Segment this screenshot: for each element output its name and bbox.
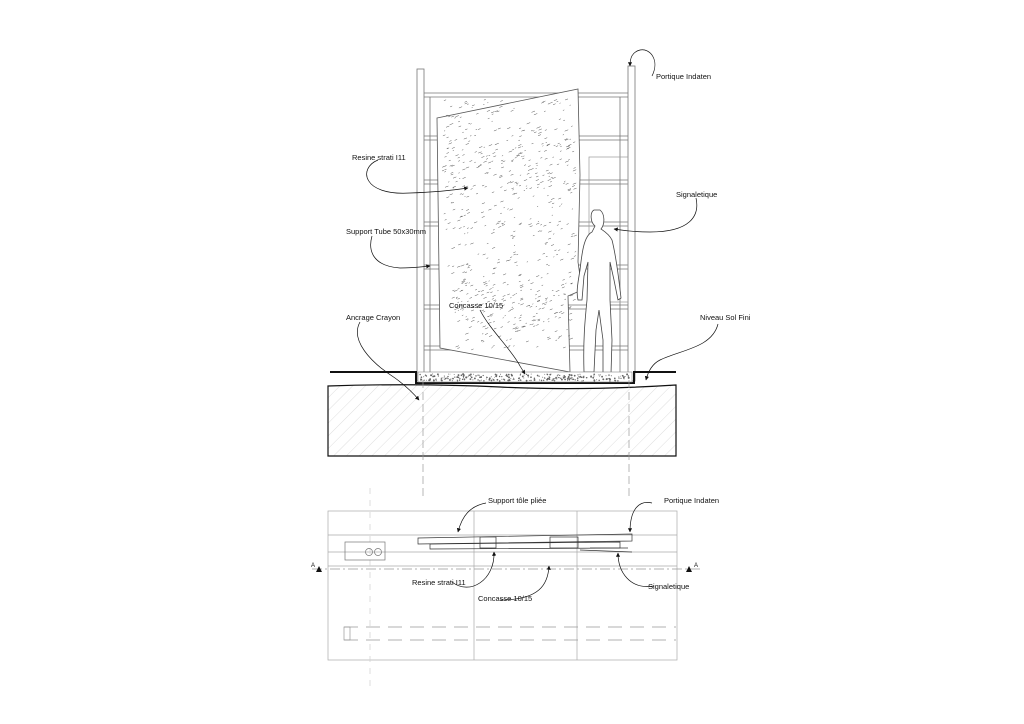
leader-signaletique xyxy=(613,197,698,233)
section-mark-left: A xyxy=(311,563,316,569)
ground-line xyxy=(330,371,676,384)
leader-portique xyxy=(627,49,656,77)
plan-fixture xyxy=(344,541,386,561)
leader-concasse xyxy=(479,309,526,375)
resine-panel xyxy=(436,88,583,373)
label-support-tole: Support tôle pliée xyxy=(488,496,547,505)
plan-view xyxy=(312,488,700,690)
plan-dashed-row xyxy=(344,626,676,641)
panel-texture xyxy=(441,98,577,351)
person-silhouette xyxy=(576,209,622,375)
leader-support-tube xyxy=(370,235,431,269)
label-portique-elevation: Portique Indaten xyxy=(656,72,712,81)
section-arrows xyxy=(316,566,692,572)
label-concasse-elevation: Concasse 10/15 xyxy=(449,301,504,310)
leader-niveau-sol xyxy=(644,323,719,381)
label-signaletique-elevation: Signaletique xyxy=(676,190,718,199)
plan-leaders xyxy=(451,502,655,601)
foundation-block xyxy=(327,384,677,457)
label-portique-plan: Portique Indaten xyxy=(664,496,720,505)
gravel-texture xyxy=(419,373,630,382)
label-support-tube: Support Tube 50x30mm xyxy=(346,227,427,236)
plan-panel xyxy=(417,533,633,553)
leader-ancrage xyxy=(357,321,420,401)
plan-outline xyxy=(327,510,678,661)
leader-resine-plan xyxy=(451,551,497,588)
label-resine-elevation: Resine strati I11 xyxy=(352,153,406,162)
leader-signaletique-plan xyxy=(615,552,655,587)
leader-portique-plan xyxy=(627,502,653,533)
leader-support-tole xyxy=(456,502,487,533)
elevation-view xyxy=(327,49,719,500)
label-niveau-sol: Niveau Sol Fini xyxy=(700,313,751,322)
ancrage-axes xyxy=(422,380,630,500)
leader-resine xyxy=(366,159,469,194)
elevation-leaders xyxy=(357,49,719,401)
label-resine-plan: Resine strati I11 xyxy=(412,578,466,587)
label-ancrage: Ancrage Crayon xyxy=(346,313,401,322)
section-mark-right: A xyxy=(694,563,699,569)
label-signaletique-plan: Signaletique xyxy=(648,582,690,591)
leader-concasse-plan xyxy=(499,565,551,601)
label-concasse-plan: Concasse 10/15 xyxy=(478,594,533,603)
